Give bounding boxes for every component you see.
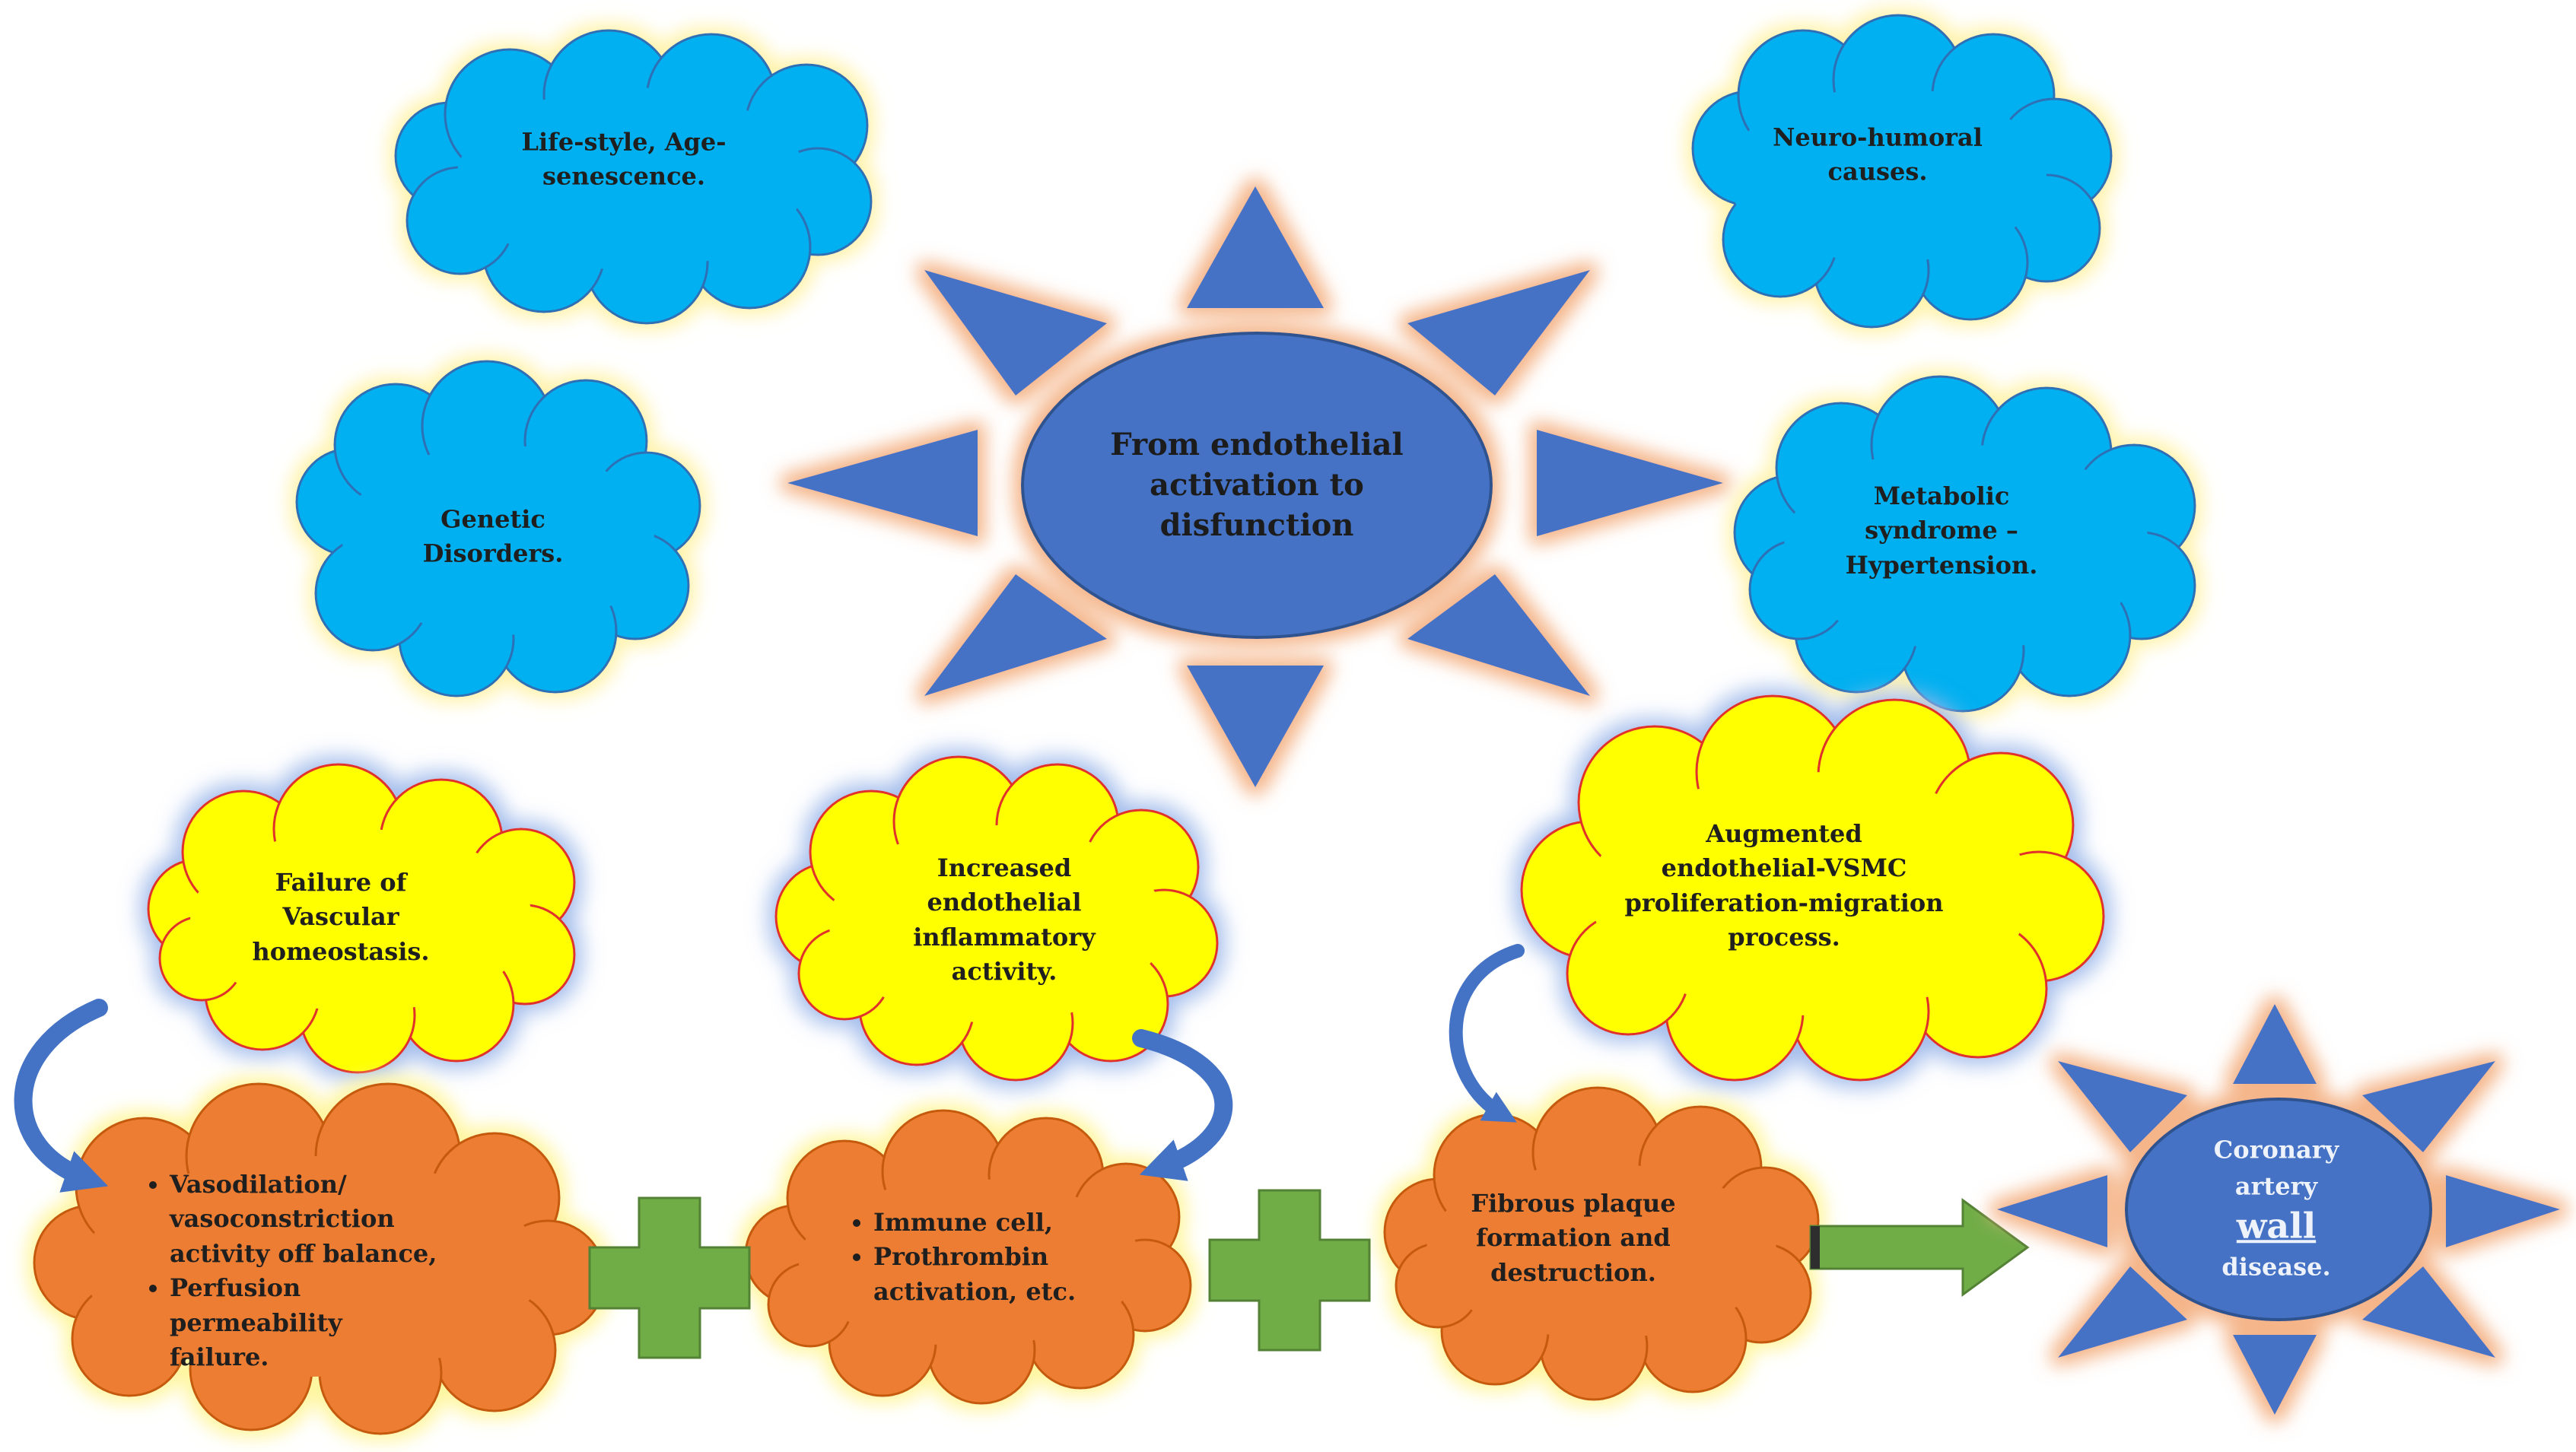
cause-lifestyle-line: Life-style, Age- bbox=[521, 127, 727, 157]
outcome-star-core bbox=[2125, 1098, 2432, 1321]
cloud-inflammatory bbox=[774, 755, 1219, 1082]
central-hub-line: From endothelial bbox=[1110, 426, 1404, 462]
mechanism-homeostasis-line: Failure of bbox=[275, 867, 407, 897]
central-hub-line: activation to bbox=[1150, 466, 1364, 503]
central-hub-line: disfunction bbox=[1159, 507, 1354, 543]
central-star-ray-bottom-left bbox=[924, 574, 1107, 696]
effect-immune-list: Immune cell, Prothrombin activation, etc… bbox=[837, 1206, 1076, 1309]
outcome-star-ray-bottom-right bbox=[2362, 1266, 2495, 1358]
outcome-star-ray-top bbox=[2233, 1004, 2317, 1084]
effect-immune-line: activation, etc. bbox=[873, 1276, 1077, 1306]
effect-fibrous-line: destruction. bbox=[1490, 1257, 1656, 1287]
mechanism-homeostasis-line: Vascular bbox=[282, 902, 399, 932]
mechanism-proliferation-line: proliferation-migration bbox=[1624, 888, 1944, 917]
central-star-ray-top bbox=[1187, 186, 1324, 308]
outcome-star bbox=[1997, 1004, 2560, 1415]
mechanism-proliferation-line: Augmented bbox=[1706, 819, 1862, 849]
outcome-star-ray-right bbox=[2446, 1175, 2560, 1247]
outcome-line: artery bbox=[2234, 1171, 2318, 1201]
central-star-core bbox=[1021, 332, 1493, 639]
effect-vasodilation-item: Perfusion permeability failure. bbox=[170, 1271, 437, 1374]
cloud-immune bbox=[744, 1109, 1192, 1405]
effect-vasodilation-line: activity off balance, bbox=[170, 1238, 437, 1268]
green-arrow bbox=[1809, 1198, 2030, 1297]
cause-neuro-line: causes. bbox=[1827, 157, 1928, 186]
outcome-star-ray-top-left bbox=[2058, 1061, 2187, 1152]
cause-lifestyle-line: senescence. bbox=[542, 162, 706, 191]
mechanism-inflammatory-label: Increased endothelial inflammatory activ… bbox=[913, 851, 1095, 990]
effect-immune-item: Prothrombin activation, etc. bbox=[873, 1240, 1076, 1309]
effect-vasodilation-line: failure. bbox=[170, 1342, 269, 1372]
central-star-ray-left bbox=[787, 430, 978, 536]
effect-vasodilation-line: permeability bbox=[170, 1307, 342, 1337]
cloud-vascular-homeostasis bbox=[147, 763, 576, 1074]
cause-metabolic-label: Metabolic syndrome – Hypertension. bbox=[1846, 479, 2038, 583]
outcome-star-ray-bottom bbox=[2233, 1335, 2317, 1415]
outcome-star-ray-bottom-left bbox=[2058, 1266, 2187, 1358]
effect-fibrous-line: formation and bbox=[1476, 1223, 1671, 1253]
curved-arrow-middle bbox=[1132, 1029, 1233, 1181]
cloud-fibrous bbox=[1383, 1086, 1820, 1401]
curved-arrow-right bbox=[1449, 944, 1525, 1123]
central-star-ray-bottom-right bbox=[1407, 574, 1590, 696]
effect-vasodilation-item: Vasodilation/ vasoconstriction activity … bbox=[170, 1168, 437, 1271]
cloud-metabolic bbox=[1733, 375, 2196, 713]
cause-metabolic-line: syndrome – bbox=[1865, 516, 2018, 545]
central-star bbox=[787, 186, 1723, 787]
outcome-line: Coronary bbox=[2213, 1135, 2339, 1164]
cloud-proliferation bbox=[1520, 694, 2105, 1082]
outcome-line: disease. bbox=[2221, 1251, 2331, 1281]
cause-lifestyle-label: Life-style, Age- senescence. bbox=[521, 126, 726, 195]
effect-immune-line: Immune cell, bbox=[873, 1208, 1054, 1237]
mechanism-inflammatory-line: activity. bbox=[951, 957, 1057, 987]
mechanism-inflammatory-line: endothelial bbox=[927, 888, 1082, 917]
cause-genetic-line: Disorders. bbox=[422, 539, 564, 568]
cause-genetic-label: Genetic Disorders. bbox=[423, 503, 564, 572]
mechanism-proliferation-label: Augmented endothelial-VSMC proliferation… bbox=[1625, 817, 1944, 955]
effect-fibrous-line: Fibrous plaque bbox=[1471, 1188, 1676, 1218]
central-hub-label: From endothelial activation to disfuncti… bbox=[1110, 425, 1403, 545]
curved-arrow-left bbox=[14, 999, 109, 1193]
effect-vasodilation-line: Perfusion bbox=[170, 1273, 301, 1303]
effect-vasodilation-list: Vasodilation/ vasoconstriction activity … bbox=[133, 1168, 437, 1375]
cause-neuro-label: Neuro-humoral causes. bbox=[1773, 121, 1983, 190]
cause-metabolic-line: Metabolic bbox=[1873, 481, 2010, 510]
cloud-vasodilation bbox=[33, 1082, 606, 1435]
cause-neuro-line: Neuro-humoral bbox=[1773, 122, 1983, 152]
effect-immune-item: Immune cell, bbox=[873, 1206, 1076, 1240]
central-star-ray-top-right bbox=[1407, 270, 1590, 396]
cloud-neuro-humoral bbox=[1691, 14, 2113, 329]
outcome-line-emphasis: wall bbox=[2236, 1205, 2317, 1247]
outcome-star-ray-top-right bbox=[2362, 1061, 2495, 1152]
cloud-lifestyle bbox=[394, 29, 873, 325]
cloud-genetic bbox=[295, 360, 701, 697]
mechanism-inflammatory-line: Increased bbox=[937, 853, 1072, 883]
outcome-star-ray-left bbox=[1997, 1175, 2107, 1247]
mechanism-proliferation-line: process. bbox=[1728, 923, 1840, 952]
mechanism-proliferation-line: endothelial-VSMC bbox=[1661, 853, 1907, 883]
central-star-ray-right bbox=[1537, 430, 1723, 536]
effect-fibrous-label: Fibrous plaque formation and destruction… bbox=[1471, 1187, 1675, 1290]
plus-sign-2 bbox=[1208, 1189, 1371, 1352]
outcome-label: Coronary artery wall disease. bbox=[2214, 1131, 2339, 1285]
central-star-ray-top-left bbox=[924, 270, 1107, 396]
central-star-ray-bottom bbox=[1187, 666, 1324, 787]
mechanism-inflammatory-line: inflammatory bbox=[913, 923, 1096, 952]
mechanism-homeostasis-label: Failure of Vascular homeostasis. bbox=[252, 866, 429, 969]
effect-vasodilation-line: Vasodilation/ bbox=[170, 1170, 347, 1199]
mechanism-homeostasis-line: homeostasis. bbox=[252, 936, 430, 966]
plus-sign-1 bbox=[588, 1196, 751, 1359]
effect-immune-line: Prothrombin bbox=[873, 1242, 1049, 1272]
effect-vasodilation-line: vasoconstriction bbox=[170, 1204, 395, 1234]
cause-genetic-line: Genetic bbox=[440, 504, 545, 534]
cause-metabolic-line: Hypertension. bbox=[1845, 550, 2038, 580]
